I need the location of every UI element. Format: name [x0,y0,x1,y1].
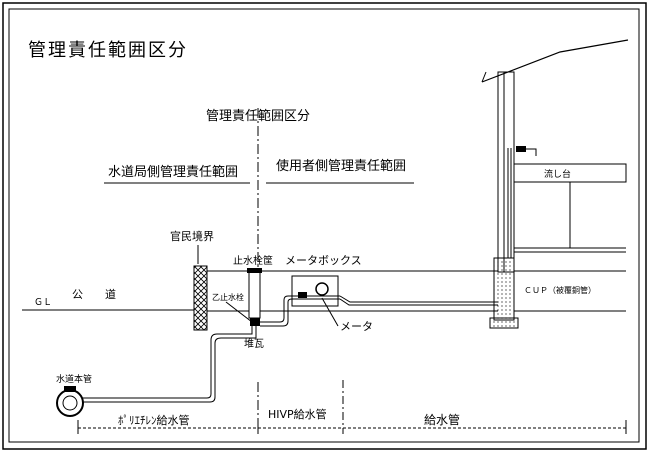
meter-label: メータ [340,320,373,333]
supply-pipe [76,295,498,403]
page-title: 管理責任範囲区分 [28,40,188,61]
boundary-label: 官民境界 [170,229,214,243]
stop-valve-label: 乙止水栓 [212,292,244,302]
left-region-label: 水道局側管理責任範囲 [108,165,238,180]
inner-border [8,8,640,443]
segment-pe-label: ﾎﾟﾘｴﾁﾚﾝ給水管 [118,413,190,427]
roof-eave [481,71,487,83]
riser-pipe [507,148,512,258]
cup-label: ＣＵＰ（被覆銅管） [524,285,596,295]
faucet-spout [526,148,537,156]
main-pipe [56,389,84,417]
stop-valve-box-label: 止水栓筐 [233,254,273,267]
faucet [516,146,526,152]
meter-symbol [315,282,329,296]
footing [489,317,519,329]
sink-label: 流し台 [544,168,571,180]
meter-box-label: メータボックス [285,254,362,267]
saddle [64,386,76,392]
road-label: 公 道 [72,287,116,301]
stop-valve [250,318,260,326]
house-wall-outer [497,71,505,273]
center-title: 管理責任範囲区分 [206,109,310,124]
house-wall-inner [503,71,515,273]
right-region-label: 使用者側管理責任範囲 [276,158,406,174]
meter-valve [298,292,307,298]
segment-supply-label: 給水管 [424,412,460,427]
main-pipe-label: 水道本管 [56,373,92,385]
meter-leader [321,297,339,327]
boundary-wall [193,265,208,331]
main-pipe-inner [62,395,78,411]
elbow-label: 堆瓦 [244,338,264,350]
gl-label: ＧＬ [34,298,52,308]
stop-valve-box-cap [247,268,262,273]
meter-box [291,275,339,307]
sink-cabinet [513,181,571,249]
stop-valve-leader [225,301,253,323]
foundation [493,257,515,321]
stop-valve-box [248,271,261,319]
segment-hivp-label: HIVP給水管 [268,407,327,421]
